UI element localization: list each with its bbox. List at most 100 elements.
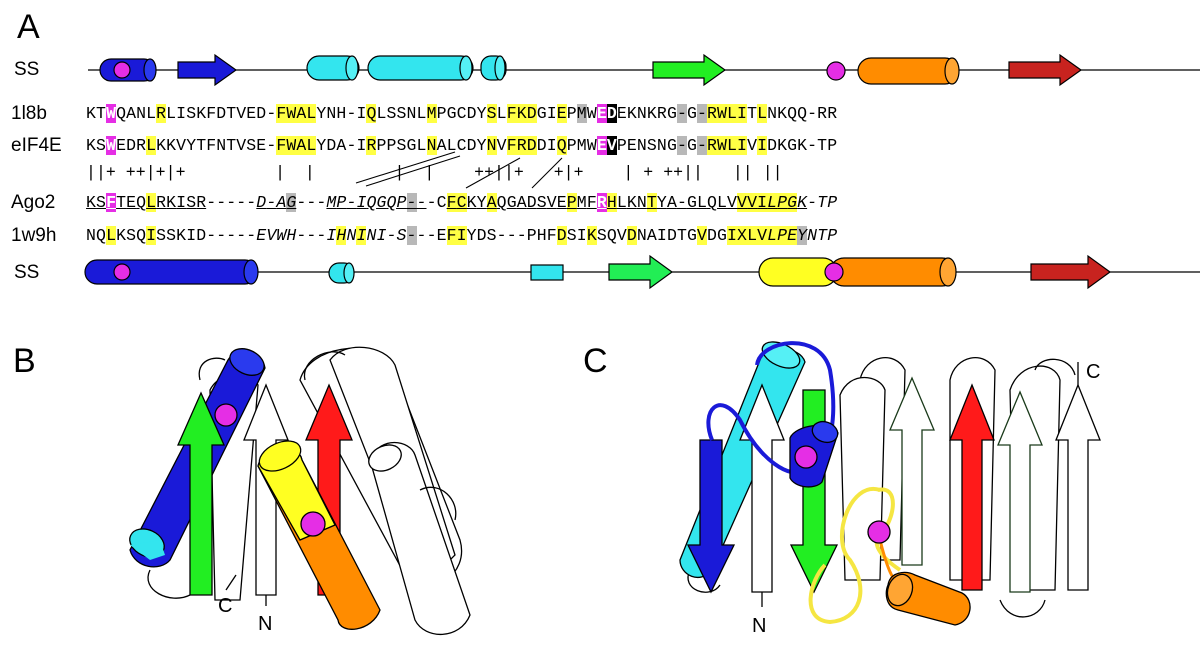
residue: T <box>747 104 758 123</box>
residue: D <box>707 226 717 245</box>
residue: E <box>787 226 798 245</box>
residue: N <box>636 104 647 123</box>
residue: V <box>606 136 617 155</box>
residue: - <box>266 104 277 123</box>
residue: K <box>86 104 96 123</box>
residue: - <box>246 193 257 212</box>
residue: K <box>516 104 527 123</box>
residue: I <box>456 226 467 245</box>
residue: K <box>166 136 177 155</box>
residue: T <box>226 104 237 123</box>
site-marker <box>794 445 818 469</box>
residue: A <box>436 136 447 155</box>
residue: A <box>646 226 657 245</box>
residue: V <box>737 193 748 212</box>
site-marker <box>826 61 846 81</box>
residue: Y <box>466 226 477 245</box>
residue: I <box>656 226 667 245</box>
site-marker <box>300 511 326 537</box>
residue: L <box>146 193 157 212</box>
residue: N <box>216 136 227 155</box>
residue: G <box>666 104 677 123</box>
residue: E <box>116 136 127 155</box>
residue: E <box>596 136 607 155</box>
n-terminus-b: N <box>258 613 272 635</box>
residue: N <box>807 226 818 245</box>
residue: C <box>436 193 447 212</box>
residue: N <box>767 104 778 123</box>
residue: R <box>656 104 667 123</box>
site-marker <box>824 262 844 282</box>
residue: I <box>356 104 367 123</box>
residue: - <box>346 104 357 123</box>
residue: V <box>747 136 758 155</box>
residue: Y <box>656 193 667 212</box>
residue: R <box>136 136 147 155</box>
residue: D <box>196 226 207 245</box>
topology-panel-c <box>679 341 1101 626</box>
residue: A <box>666 193 677 212</box>
site-marker <box>867 520 891 544</box>
residue: S <box>96 193 106 212</box>
residue: L <box>696 193 707 212</box>
residue: A <box>336 136 347 155</box>
residue: Q <box>136 226 147 245</box>
site-marker <box>214 403 238 427</box>
residue: S <box>536 193 547 212</box>
residue: S <box>396 136 407 155</box>
residue: Q <box>606 226 617 245</box>
residue: D <box>216 104 227 123</box>
residue: G <box>787 193 798 212</box>
residue: C <box>456 136 467 155</box>
residue: M <box>326 193 337 212</box>
residue: R <box>706 104 717 123</box>
residue: L <box>416 136 427 155</box>
sequence-eif4e: KSWEDRLKKVYTFNTVSE-FWALYDA-IRPPSGLNALCDY… <box>86 136 837 155</box>
row-label-ago2: Ago2 <box>11 192 56 213</box>
helix-yellow-orange-bottom <box>758 257 957 287</box>
residue: S <box>186 193 197 212</box>
residue: L <box>767 193 778 212</box>
residue: P <box>386 136 397 155</box>
residue: R <box>817 104 828 123</box>
residue: W <box>586 136 597 155</box>
residue: A <box>296 104 307 123</box>
residue: L <box>496 104 507 123</box>
residue: V <box>616 226 627 245</box>
residue: N <box>636 136 647 155</box>
residue: E <box>126 193 137 212</box>
residue: P <box>777 193 788 212</box>
row-label-1l8b: 1l8b <box>11 103 47 124</box>
residue: E <box>436 226 447 245</box>
residue: H <box>606 193 617 212</box>
residue: F <box>506 136 517 155</box>
residue: T <box>226 136 237 155</box>
residue: M <box>426 104 437 123</box>
site-marker <box>113 61 131 79</box>
residue: D <box>626 226 637 245</box>
residue: W <box>716 136 727 155</box>
residue: D <box>466 104 477 123</box>
ss-label-top: SS <box>14 59 40 80</box>
residue: D <box>466 136 477 155</box>
residue: T <box>817 193 828 212</box>
residue: P <box>827 136 838 155</box>
residue: V <box>696 226 707 245</box>
residue: E <box>256 226 267 245</box>
residue: K <box>777 136 788 155</box>
residue: S <box>96 136 106 155</box>
residue: - <box>426 226 437 245</box>
residue: F <box>446 226 457 245</box>
topology-panel-b <box>129 346 471 636</box>
residue: K <box>86 136 96 155</box>
residue: R <box>156 104 167 123</box>
residue: G <box>787 136 798 155</box>
strand-white-b <box>243 383 289 596</box>
site-marker <box>113 263 131 281</box>
residue: I <box>186 226 197 245</box>
residue: P <box>566 104 577 123</box>
residue: I <box>757 136 768 155</box>
residue: P <box>336 193 347 212</box>
residue: - <box>316 226 327 245</box>
residue: Y <box>186 136 197 155</box>
